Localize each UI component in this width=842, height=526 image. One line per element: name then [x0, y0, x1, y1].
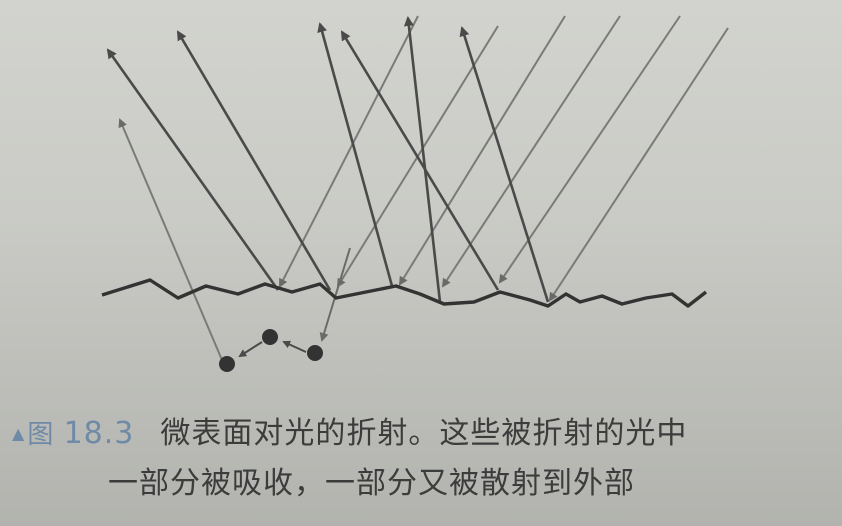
- incident-ray: [441, 15, 621, 288]
- caption-text-1: 微表面对光的折射。这些被折射的光中: [160, 416, 688, 451]
- scattering-particle: [307, 345, 323, 361]
- figure-label: ▲图: [12, 420, 64, 450]
- scattering-particle: [262, 329, 278, 345]
- figure-caption: ▲图 18.3 微表面对光的折射。这些被折射的光中 一部分被吸收，一部分又被散射到…: [0, 402, 842, 526]
- caption-line-1: ▲图 18.3 微表面对光的折射。这些被折射的光中: [12, 414, 687, 455]
- incident-rays: [279, 15, 729, 302]
- refracted-ray: [319, 247, 351, 342]
- scattering-particle: [219, 356, 235, 372]
- particle-path: [282, 340, 307, 353]
- rough-surface-line: [101, 278, 708, 308]
- figure-number: 18.3: [63, 416, 135, 451]
- incident-ray: [548, 27, 729, 302]
- caption-text-2: 一部分被吸收，一部分又被散射到外部: [108, 466, 635, 501]
- incident-ray: [279, 15, 419, 288]
- incident-ray: [398, 15, 566, 286]
- caption-line-2: 一部分被吸收，一部分又被散射到外部: [108, 464, 635, 504]
- reflected-ray: [403, 16, 442, 303]
- triangle-icon: ▲: [12, 424, 26, 443]
- subsurface-particles: [219, 329, 323, 372]
- incident-ray: [498, 15, 681, 284]
- figure-label-prefix: 图: [27, 420, 55, 450]
- reflected-ray: [106, 48, 280, 291]
- microfacet-refraction-diagram: [101, 15, 729, 372]
- reflected-ray: [317, 22, 394, 287]
- particle-path: [238, 341, 263, 358]
- scattered-ray: [118, 118, 223, 361]
- reflected-rays: [106, 16, 550, 303]
- reflected-ray: [176, 30, 332, 291]
- reflected-ray: [459, 26, 550, 303]
- reflected-ray: [340, 30, 500, 291]
